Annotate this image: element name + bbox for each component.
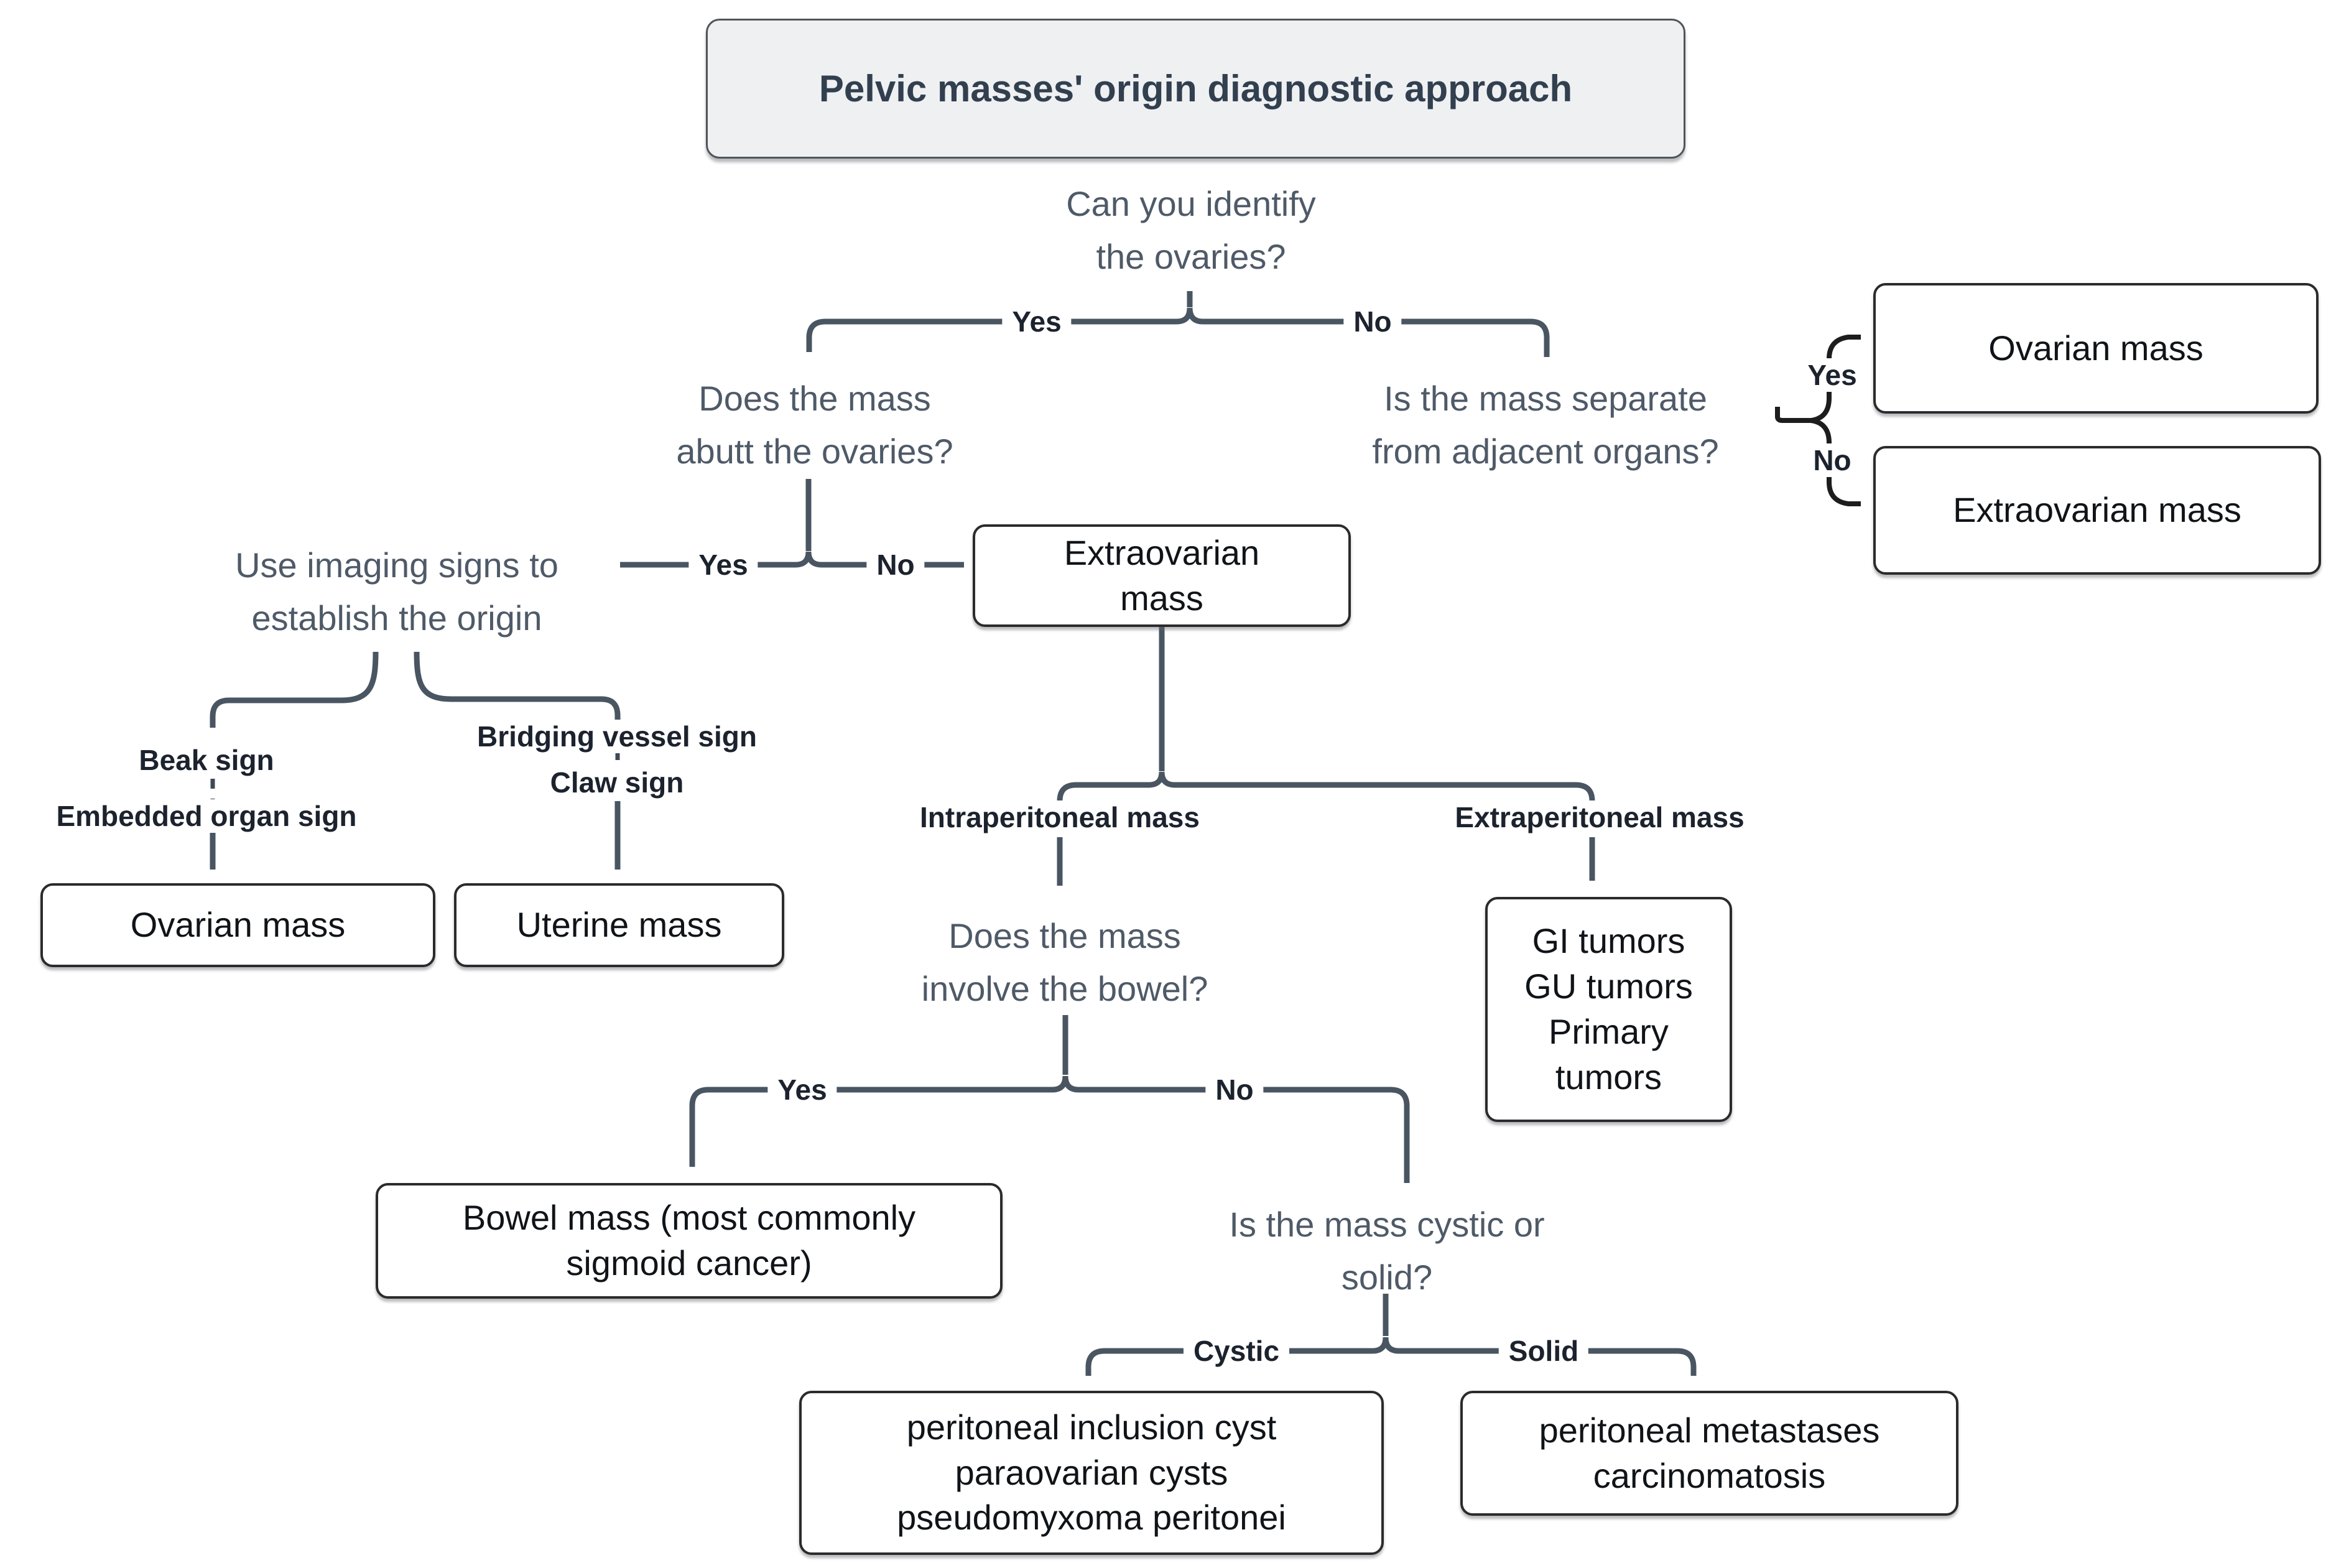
question-involve-bowel: Does the mass involve the bowel? [921,916,1208,1009]
branch-label-abutt-yes: Yes [688,548,758,582]
question-abutt-ovaries: Does the mass abutt the ovaries? [676,379,953,471]
node-extraovarian-mass-right: Extraovarian mass [1873,446,2321,575]
branch-label-identify-no: No [1343,305,1402,338]
node-ovarian-mass-left: Ovarian mass [40,883,435,967]
question-cystic-or-solid: Is the mass cystic or solid? [1229,1205,1545,1297]
branch-label-separate-no: No [1803,443,1861,477]
question-use-imaging-signs: Use imaging signs to establish the origi… [235,545,558,638]
question-identify-ovaries: Can you identify the ovaries? [1066,184,1316,277]
node-bowel-mass: Bowel mass (most commonly sigmoid cancer… [376,1183,1003,1299]
node-extraovarian-mass-center: Extraovarian mass [973,524,1351,627]
branch-label-intraperitoneal-mass: Intraperitoneal mass [910,800,1210,834]
sign-label-beak: Beak sign [129,743,284,777]
branch-label-bowel-yes: Yes [767,1073,837,1106]
node-uterine-mass: Uterine mass [454,883,784,967]
node-solid-results: peritoneal metastases carcinomatosis [1460,1391,1958,1516]
branch-label-extraperitoneal-mass: Extraperitoneal mass [1445,800,1754,834]
branch-label-abutt-no: No [866,548,925,582]
node-ovarian-mass-right: Ovarian mass [1873,283,2319,414]
diagram-title-text: Pelvic masses' origin diagnostic approac… [818,68,1573,109]
node-cystic-results: peritoneal inclusion cyst paraovarian cy… [799,1391,1384,1555]
branch-label-cystic: Cystic [1183,1334,1290,1368]
branch-label-separate-yes: Yes [1797,358,1867,392]
sign-label-bridging-vessel: Bridging vessel sign [467,720,767,753]
node-gi-gu-primary-tumors: GI tumors GU tumors Primary tumors [1485,897,1732,1122]
sign-label-embedded-organ: Embedded organ sign [46,799,367,833]
question-separate-from-organs: Is the mass separate from adjacent organ… [1372,379,1719,471]
sign-label-claw: Claw sign [540,766,694,799]
branch-label-solid: Solid [1498,1334,1589,1368]
branch-label-bowel-no: No [1205,1073,1264,1106]
diagram-title: Pelvic masses' origin diagnostic approac… [706,19,1685,159]
branch-label-identify-yes: Yes [1002,305,1072,338]
